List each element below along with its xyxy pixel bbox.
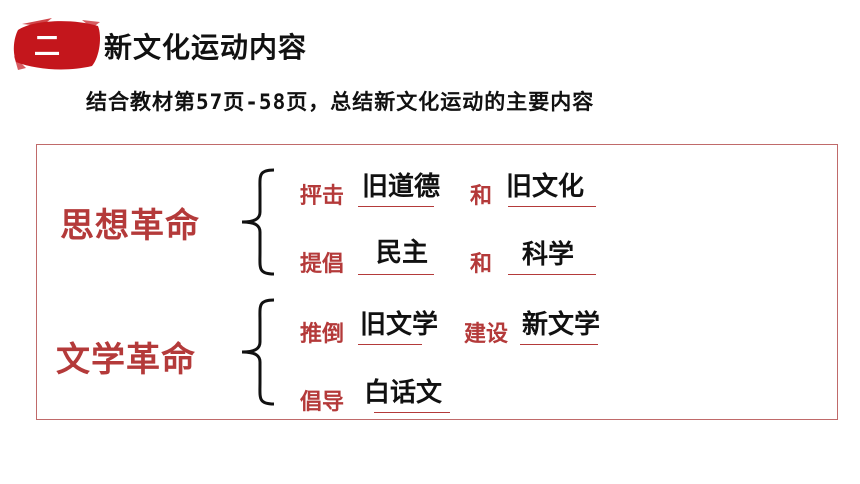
verb-promote: 倡导: [300, 390, 345, 415]
category-literary-revolution: 文学革命: [56, 340, 196, 380]
answer-blank: [358, 344, 422, 345]
answer-old-literature: 旧文学: [360, 310, 439, 340]
answer-blank: [358, 274, 434, 275]
answer-vernacular: 白话文: [364, 378, 443, 408]
answer-democracy: 民主: [376, 238, 429, 268]
left-brace-icon: [241, 168, 275, 276]
instruction-text: 结合教材第57页-58页，总结新文化运动的主要内容: [86, 90, 595, 114]
verb-overthrow: 推倒: [300, 322, 345, 347]
page-title: 新文化运动内容: [104, 31, 308, 64]
content-box: [36, 144, 838, 420]
brush-stroke-icon: [13, 18, 101, 70]
answer-blank: [358, 206, 434, 207]
verb-and: 和: [470, 184, 493, 209]
verb-and: 和: [470, 252, 493, 277]
category-thought-revolution: 思想革命: [60, 206, 200, 246]
verb-advocate: 提倡: [300, 252, 345, 277]
section-number: 二: [34, 32, 61, 62]
section-number-badge: 二: [12, 16, 102, 72]
answer-science: 科学: [522, 240, 575, 270]
answer-blank: [508, 274, 596, 275]
answer-old-morality: 旧道德: [362, 172, 441, 202]
answer-blank: [374, 412, 450, 413]
left-brace-icon: [241, 298, 275, 406]
answer-blank: [508, 206, 596, 207]
answer-blank: [520, 344, 598, 345]
answer-new-literature: 新文学: [522, 310, 601, 340]
verb-attack: 抨击: [300, 184, 345, 209]
verb-build: 建设: [464, 322, 509, 347]
answer-old-culture: 旧文化: [506, 172, 585, 202]
